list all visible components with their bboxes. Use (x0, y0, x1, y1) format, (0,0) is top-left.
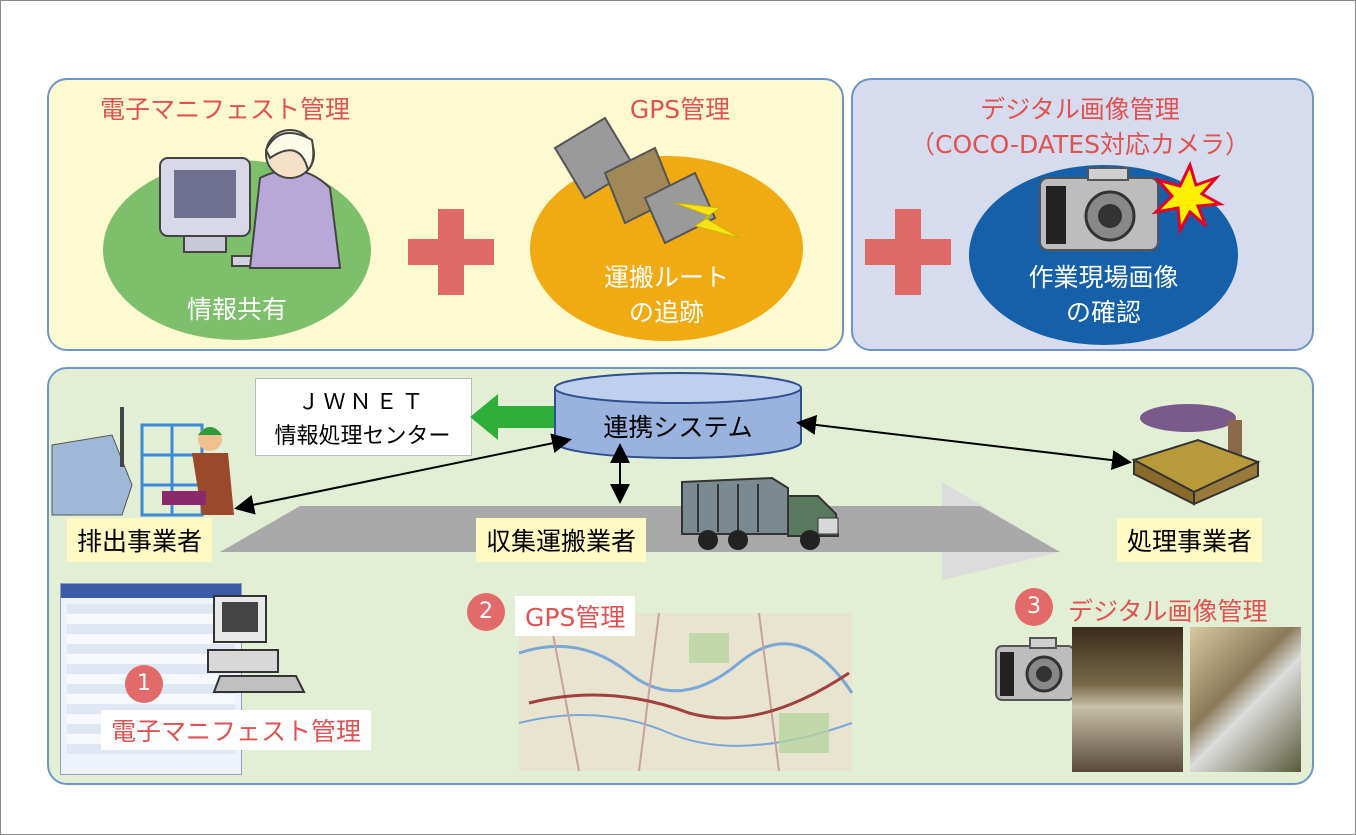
database-cylinder-icon (554, 372, 802, 459)
processor-label: 処理事業者 (1117, 518, 1263, 562)
collector-label: 収集運搬業者 (476, 518, 647, 562)
gps-caption-line1: 運搬ルート (603, 263, 729, 292)
digital-camera-icon (995, 637, 1075, 701)
camera-title-line2: （COCO-DATES対応カメラ） (910, 130, 1250, 159)
plus-icon (865, 209, 951, 295)
green-arrow-icon (470, 394, 556, 440)
feature-label-manifest: 電子マニフェスト管理 (101, 710, 372, 750)
feature-number-badge: 3 (1015, 588, 1053, 626)
gps-caption-line2: の追跡 (628, 298, 704, 327)
feature-label-digital-image: デジタル画像管理 (1068, 597, 1268, 626)
manifest-title: 電子マニフェスト管理 (99, 95, 350, 124)
emitter-label: 排出事業者 (67, 518, 213, 562)
feature-number-badge: 2 (467, 593, 505, 631)
camera-title-line1: デジタル画像管理 (980, 95, 1180, 124)
digital-camera-icon (1039, 160, 1225, 251)
operator-at-computer-icon (159, 129, 342, 269)
camera-caption-line1: 作業現場画像 (1028, 263, 1179, 292)
factory-worker-icon (51, 407, 234, 517)
gps-title: GPS管理 (629, 95, 731, 124)
camera-caption-line2: の確認 (1065, 298, 1141, 327)
system-label: 連携システム (603, 413, 753, 442)
garbage-truck-icon (681, 476, 840, 550)
plus-icon (408, 209, 494, 295)
jwnet-label: ＪＷＮＥＴ (297, 390, 428, 415)
manifest-caption: 情報共有 (186, 295, 287, 324)
site-photo-dumping (1190, 627, 1301, 772)
desktop-computer-icon (207, 595, 306, 693)
feature-label-gps: GPS管理 (515, 596, 636, 636)
feature-number-badge: 1 (125, 665, 163, 703)
gps-map-image (518, 612, 854, 772)
satellite-icon (553, 116, 741, 245)
processing-plant-icon (1131, 404, 1261, 506)
site-photo-truck (1072, 627, 1183, 772)
